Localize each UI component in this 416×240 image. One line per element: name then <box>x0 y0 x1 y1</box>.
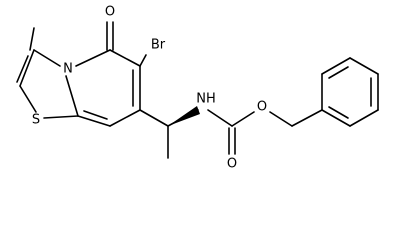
stereo-wedge <box>168 106 200 126</box>
bond-oester-ch2 <box>269 111 293 127</box>
bond-carbonyl-oester <box>231 111 255 127</box>
bond-ph-3 <box>349 57 379 75</box>
bond-c6-br <box>139 54 147 67</box>
bond-c3-c2-inner <box>16 55 29 83</box>
bond-n4-c5 <box>75 49 111 67</box>
bond-ph-5 <box>349 109 379 127</box>
atom-oxygen-carbonyl: O <box>227 157 237 172</box>
atom-labels: O Br N S NH O O <box>32 5 267 172</box>
bond-c3-c2 <box>19 49 35 87</box>
bond-methyl <box>29 27 35 51</box>
atom-nitrogen-carbamate: NH <box>196 92 216 107</box>
bond-ph-6 <box>321 109 351 127</box>
bond-ch2-phenyl <box>291 109 323 127</box>
bond-c7-chiral <box>139 109 169 127</box>
bond-s1-c8a <box>43 115 79 119</box>
bond-c8-c8a-1 <box>77 115 111 127</box>
bond-c7-c8 <box>109 109 141 127</box>
atom-nitrogen-ring: N <box>63 62 73 77</box>
bond-c3-n4 <box>33 49 61 67</box>
bond-c8-c8a-2 <box>83 110 108 120</box>
bond-ph-inner-3 <box>328 106 349 119</box>
atom-oxygen-ketone: O <box>105 5 115 20</box>
chemical-structure: O Br N S NH O O <box>16 5 379 172</box>
bond-ph-2 <box>321 57 351 75</box>
bonds <box>16 21 379 159</box>
atom-oxygen-ester: O <box>257 100 267 115</box>
bond-ph-inner-1 <box>328 66 349 79</box>
bond-c2-s1 <box>19 85 37 113</box>
atom-bromine: Br <box>151 38 166 53</box>
bond-c5-c6 <box>109 49 141 67</box>
bond-nh-carbonyl <box>207 109 233 127</box>
bond-n4-c8a <box>65 75 79 117</box>
atom-sulfur-ring: S <box>32 113 40 128</box>
